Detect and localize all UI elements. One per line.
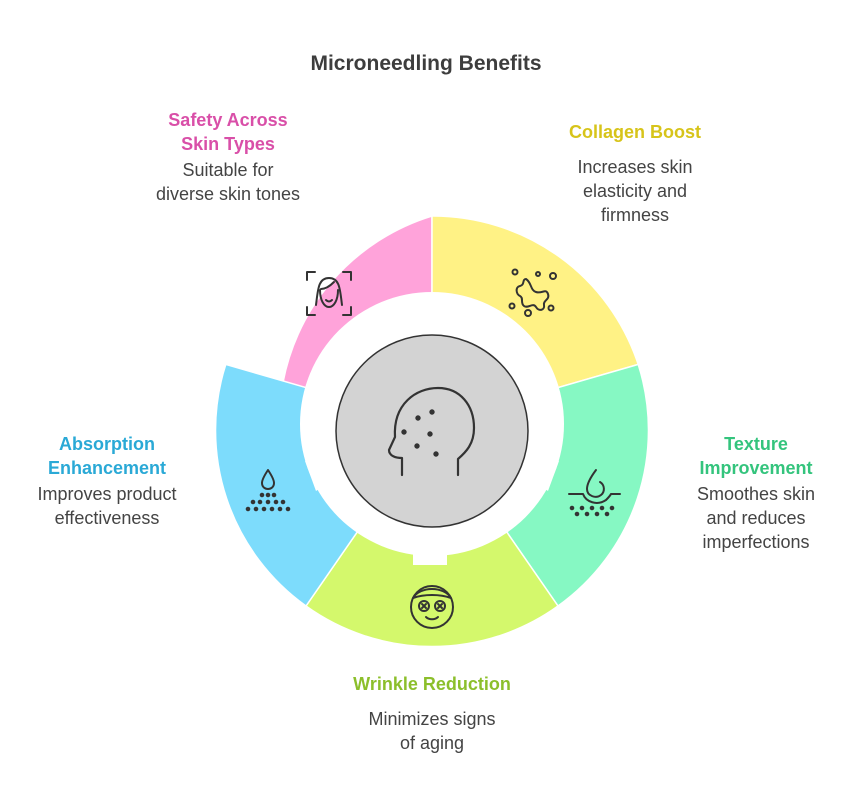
center-hub xyxy=(335,334,529,528)
face-mask-icon xyxy=(410,585,454,629)
description-line: Increases skin xyxy=(577,157,693,177)
label-absorption: Absorption Enhancement Improves product … xyxy=(14,432,200,530)
label-texture-title: Texture Improvement xyxy=(670,432,842,480)
title-line: Skin Types xyxy=(181,134,275,154)
description-line: firmness xyxy=(600,205,669,225)
label-collagen-title: Collagen Boost xyxy=(530,120,740,144)
title-line: Improvement xyxy=(699,458,813,478)
label-wrinkle-title: Wrinkle Reduction xyxy=(312,672,552,696)
connector-tab-wrinkle xyxy=(413,526,447,565)
description-line: of aging xyxy=(399,733,465,753)
label-collagen: Collagen Boost Increases skin elasticity… xyxy=(530,120,740,227)
description-line: Suitable for xyxy=(182,160,274,180)
description-line: Minimizes signs xyxy=(368,709,496,729)
woman-face-icon xyxy=(306,271,352,316)
label-wrinkle: Wrinkle Reduction Minimizes signs of agi… xyxy=(312,672,552,755)
label-safety-title: Safety Across Skin Types xyxy=(118,108,338,156)
description-line: Smoothes skin xyxy=(696,484,816,504)
description-line: imperfections xyxy=(702,532,810,552)
splash-icon xyxy=(508,268,557,317)
droplet-dots-icon xyxy=(245,469,291,512)
head-dots-icon xyxy=(387,386,476,477)
title-line: Wrinkle Reduction xyxy=(353,674,511,694)
title-line: Absorption xyxy=(59,434,155,454)
label-absorption-title: Absorption Enhancement xyxy=(14,432,200,480)
label-collagen-description: Increases skin elasticity and firmness xyxy=(530,155,740,227)
connector-tab-texture xyxy=(516,447,559,491)
label-texture-description: Smoothes skin and reduces imperfections xyxy=(670,482,842,554)
description-line: effectiveness xyxy=(54,508,160,528)
label-safety-description: Suitable for diverse skin tones xyxy=(118,158,338,206)
description-line: diverse skin tones xyxy=(155,184,301,204)
diagram-title: Microneedling Benefits xyxy=(310,52,542,75)
description-line: Improves product xyxy=(37,484,177,504)
connector-tab-absorption xyxy=(305,447,348,491)
label-texture: Texture Improvement Smoothes skin and re… xyxy=(670,432,842,554)
description-line: and reduces xyxy=(706,508,806,528)
title-line: Texture xyxy=(724,434,788,454)
description-line: elasticity and xyxy=(582,181,688,201)
title-line: Enhancement xyxy=(47,458,167,478)
label-safety: Safety Across Skin Types Suitable for di… xyxy=(118,108,338,206)
label-wrinkle-description: Minimizes signs of aging xyxy=(312,707,552,755)
title-line: Safety Across xyxy=(168,110,288,130)
title-line: Collagen Boost xyxy=(568,122,701,142)
label-absorption-description: Improves product effectiveness xyxy=(14,482,200,530)
skin-drop-icon xyxy=(568,469,621,517)
